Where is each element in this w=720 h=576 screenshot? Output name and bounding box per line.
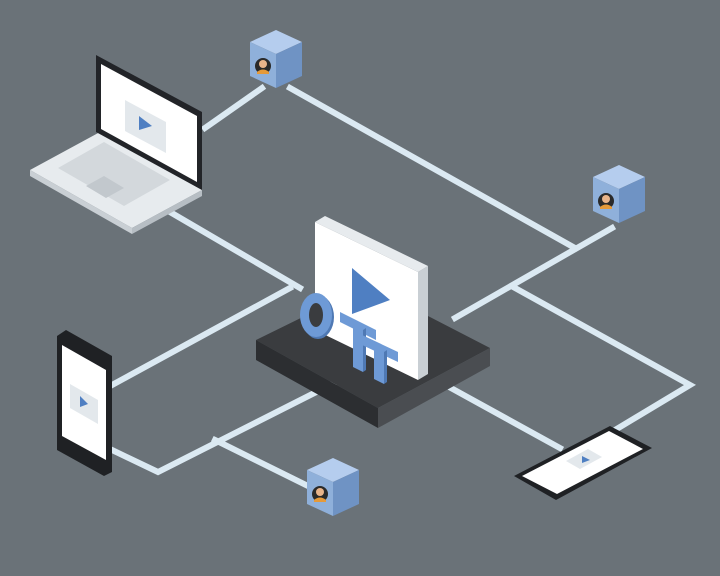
hub-platform-front — [256, 340, 378, 428]
laptop-icon — [30, 55, 202, 234]
smartphone-icon — [57, 330, 112, 476]
hub-screen — [315, 216, 428, 380]
play-icon — [352, 268, 390, 314]
brand-letter-t2 — [360, 334, 398, 384]
user-avatar-icon — [307, 458, 359, 516]
connector-top-cube-laptop — [200, 83, 267, 133]
brand-letters: O T T — [300, 293, 398, 384]
ott-hub: O T T — [256, 216, 490, 428]
connector-bottom-cube — [210, 435, 317, 493]
connector-right-branch — [510, 283, 697, 435]
connector-right-cube-hub — [450, 223, 617, 323]
user-avatar-icon — [250, 30, 302, 88]
connector-top-cube-right — [285, 83, 580, 253]
connector-laptop-hub — [165, 207, 305, 293]
connector-hub-tablet — [435, 377, 565, 453]
hub-platform-side — [378, 348, 490, 428]
connector-lines — [107, 83, 697, 493]
tablet-icon — [514, 426, 652, 500]
user-avatar-icon — [593, 165, 645, 223]
brand-letter-o — [300, 293, 334, 339]
connector-phone-hub — [107, 283, 295, 390]
connector-phone-bottom — [107, 375, 345, 476]
